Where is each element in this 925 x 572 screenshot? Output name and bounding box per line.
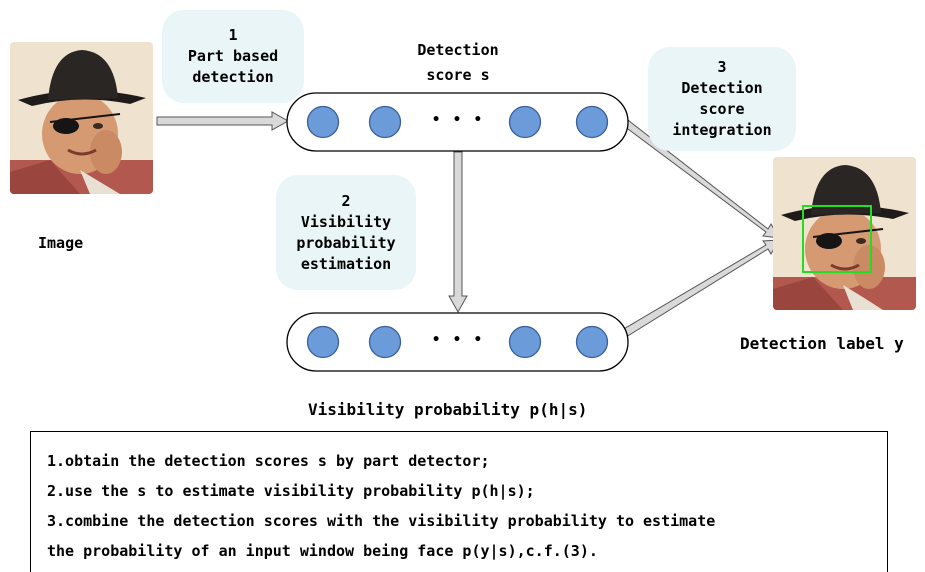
step-3-bubble <box>648 47 796 151</box>
detection-score-layer <box>286 92 629 152</box>
visibility-ellipsis: • • • <box>431 332 485 348</box>
step-1-number: 1 <box>228 26 238 44</box>
detection-score-label: Detection score s <box>383 38 533 88</box>
steps-note-box: 1.obtain the detection scores s by part … <box>30 431 888 572</box>
detection-score-line-2: score s <box>426 66 490 84</box>
visibility-probability-label: Visibility probability p(h|s) <box>308 400 588 419</box>
step-2-line-3: estimation <box>300 254 392 273</box>
detection-bounding-box <box>802 205 872 273</box>
step-1-bubble <box>162 10 304 103</box>
step-3-line-3: integration <box>672 121 772 139</box>
visibility-node <box>575 325 609 359</box>
detection-label-caption: Detection label y <box>740 334 904 353</box>
step-1-line-1: Part based <box>187 47 279 65</box>
visibility-node <box>508 325 542 359</box>
detection-node <box>368 105 402 139</box>
step-2-text: 2 Visibility probability estimation <box>276 175 416 290</box>
arrow-detection-to-visibility <box>448 151 468 314</box>
visibility-node <box>306 325 340 359</box>
note-line-4: the probability of an input window being… <box>47 542 598 560</box>
detection-ellipsis: • • • <box>431 112 485 128</box>
step-2-number: 2 <box>341 191 351 210</box>
step-1-line-2: detection <box>192 68 274 86</box>
detection-node <box>575 105 609 139</box>
input-face-image <box>10 42 153 194</box>
step-3-number: 3 <box>717 58 727 76</box>
step-3-line-2: score <box>699 100 745 118</box>
detection-node <box>306 105 340 139</box>
note-line-3: 3.combine the detection scores with the … <box>47 512 716 530</box>
visibility-layer <box>286 312 629 372</box>
visibility-node <box>368 325 402 359</box>
output-face-image <box>773 157 916 310</box>
step-2-bubble <box>276 175 416 290</box>
detection-node <box>508 105 542 139</box>
step-1-text: 1 Part based detection <box>162 10 304 103</box>
step-2-line-2: probability <box>296 233 396 252</box>
note-line-2: 2.use the s to estimate visibility proba… <box>47 482 535 500</box>
image-label: Image <box>38 234 84 252</box>
arrow-image-to-detection <box>156 111 290 131</box>
detection-score-line-1: Detection <box>417 41 499 59</box>
step-3-line-1: Detection <box>681 79 763 97</box>
note-line-1: 1.obtain the detection scores s by part … <box>47 452 490 470</box>
arrow-visibility-to-label <box>621 239 780 338</box>
step-3-text: 3 Detection score integration <box>648 47 796 151</box>
step-2-line-1: Visibility <box>300 212 392 231</box>
